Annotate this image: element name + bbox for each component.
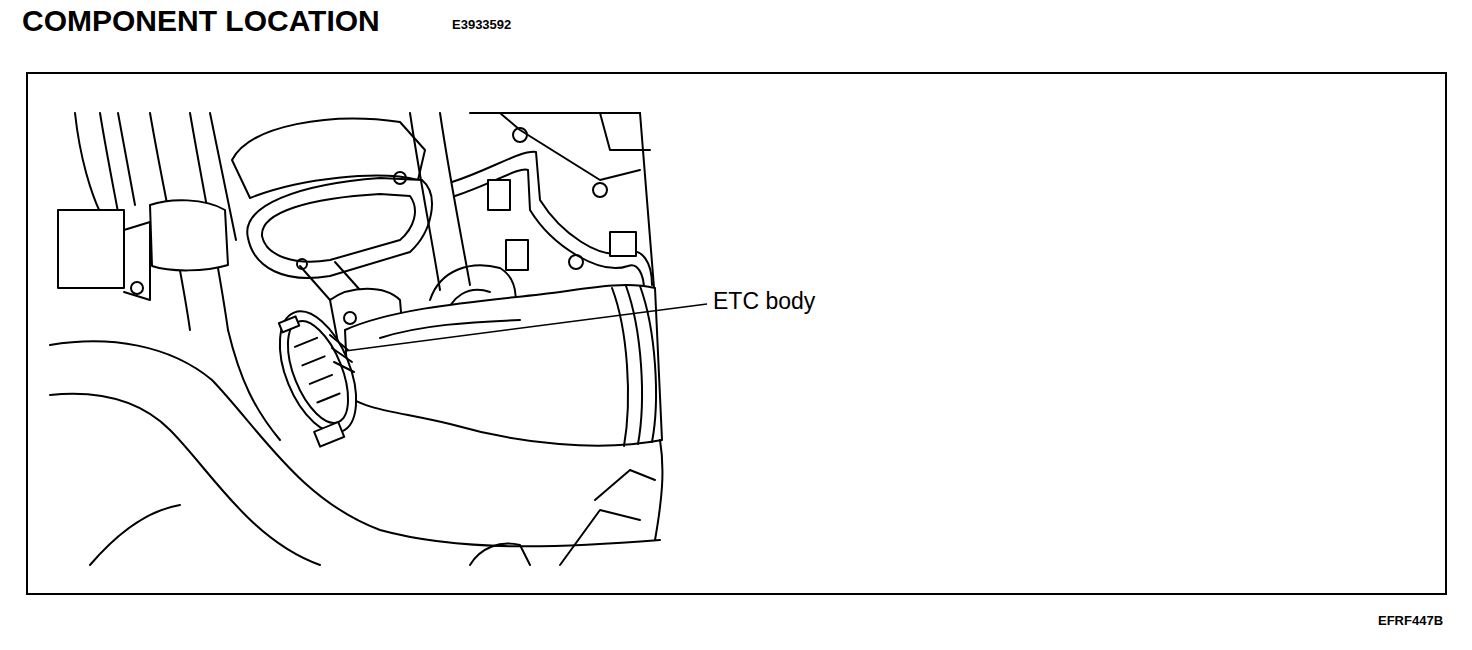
part-label: ETC body bbox=[713, 290, 815, 313]
diagram-title: COMPONENT LOCATION bbox=[22, 6, 380, 36]
figure-code: EFRF447B bbox=[1378, 614, 1443, 627]
leader-line bbox=[345, 304, 707, 351]
figure-frame bbox=[27, 73, 1446, 594]
figure-code: E3933592 bbox=[452, 18, 511, 31]
engine-bay-drawing bbox=[50, 113, 662, 565]
